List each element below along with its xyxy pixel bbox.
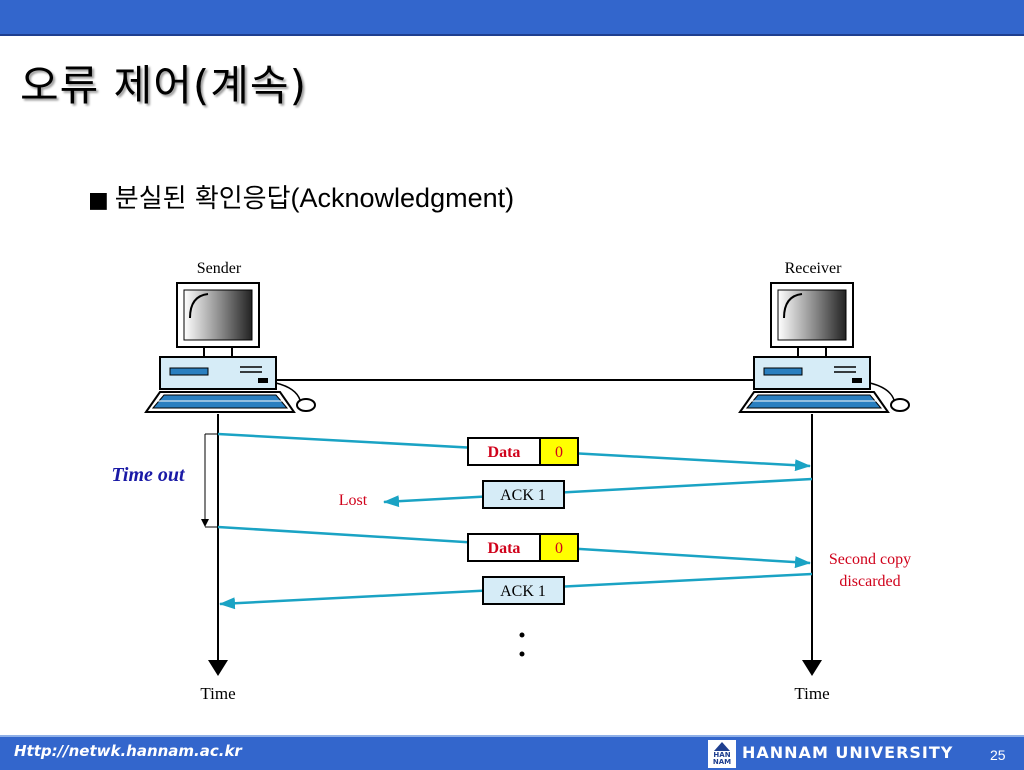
ack-frame-1-label: ACK 1	[500, 487, 546, 504]
sender-label: Sender	[197, 260, 242, 277]
sender-time-arrow-icon	[208, 660, 228, 676]
continuation-dot-2	[519, 651, 525, 657]
hannam-logo-icon: HAN NAM	[708, 740, 736, 768]
slide-title: 오류 제어(계속)	[20, 61, 307, 110]
second-copy-label-line2: discarded	[839, 573, 900, 590]
data-frame-2-seq: 0	[555, 540, 563, 557]
second-copy-label-line1: Second copy	[829, 551, 911, 568]
receiver-label: Receiver	[785, 260, 843, 277]
sender-time-label: Time	[200, 684, 235, 703]
top-bar	[0, 0, 1024, 36]
ack-lost-arrow	[383, 477, 813, 508]
timeout-label: Time out	[111, 464, 186, 486]
bullet-text: 분실된 확인응답	[114, 184, 291, 214]
ack-frame-2-label: ACK 1	[500, 583, 546, 600]
bullet-square-icon: ■	[88, 188, 109, 213]
data-frame-1-seq: 0	[555, 444, 563, 461]
receiver-time-arrow-icon	[802, 660, 822, 676]
data-frame-2: Data 0	[467, 533, 579, 562]
bullet-item: ■분실된 확인응답(Acknowledgment)	[88, 178, 514, 215]
timeout-bracket	[201, 433, 218, 528]
bullet-text-en: (Acknowledgment)	[290, 183, 515, 213]
footer-url-link[interactable]: Http://netwk.hannam.ac.kr	[14, 742, 242, 760]
receiver-time-label: Time	[794, 684, 829, 703]
continuation-dot-1	[519, 632, 525, 638]
data-frame-1-label: Data	[488, 444, 521, 461]
footer-bar: Http://netwk.hannam.ac.kr HAN NAM HANNAM…	[0, 735, 1024, 770]
receiver-computer-icon	[738, 282, 910, 413]
lost-label: Lost	[339, 492, 368, 509]
ack-frame-2: ACK 1	[482, 576, 565, 605]
logo-text: HAN NAM	[712, 751, 732, 766]
university-name: HANNAM UNIVERSITY	[742, 743, 954, 762]
data-frame-1: Data 0	[467, 437, 579, 466]
sender-computer-icon	[144, 282, 316, 413]
ack-frame-1: ACK 1	[482, 480, 565, 509]
page-number: 25	[990, 747, 1006, 763]
data-frame-2-label: Data	[488, 540, 521, 557]
